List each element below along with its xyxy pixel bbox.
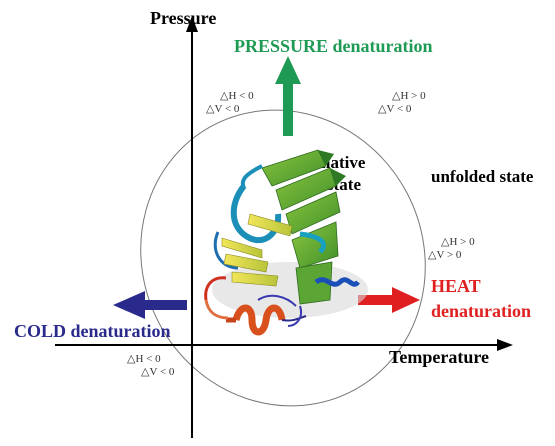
pressure-denaturation-label: PRESSURE denaturation: [234, 36, 433, 56]
heat-label-line1: HEAT: [431, 276, 481, 296]
cold-denaturation-label: COLD denaturation: [14, 321, 171, 341]
temperature-axis-arrowhead: [497, 339, 513, 351]
right-dh: △H > 0: [441, 236, 475, 248]
upper-right-dh: △H > 0: [392, 90, 426, 102]
stability-boundary-ellipse: [140, 109, 426, 407]
native-state-line1: native: [321, 153, 366, 172]
x-axis-label: Temperature: [389, 347, 489, 367]
right-arrow-icon: [358, 287, 420, 313]
up-arrow-icon: [275, 56, 301, 136]
upper-left-dv: △V < 0: [206, 103, 240, 115]
lower-left-dv: △V < 0: [141, 366, 175, 378]
pressure-axis-arrowhead: [186, 16, 198, 32]
upper-left-dh: △H < 0: [220, 90, 254, 102]
heat-label-line2: denaturation: [431, 301, 531, 321]
y-axis-label: Pressure: [150, 8, 216, 28]
left-arrow-icon: [113, 291, 187, 319]
protein-ribbon-structure-icon: [204, 149, 368, 336]
lower-left-dh: △H < 0: [127, 353, 161, 365]
unfolded-state-label: unfolded state: [431, 167, 534, 186]
upper-right-dv: △V < 0: [378, 103, 412, 115]
right-dv: △V > 0: [428, 249, 462, 261]
